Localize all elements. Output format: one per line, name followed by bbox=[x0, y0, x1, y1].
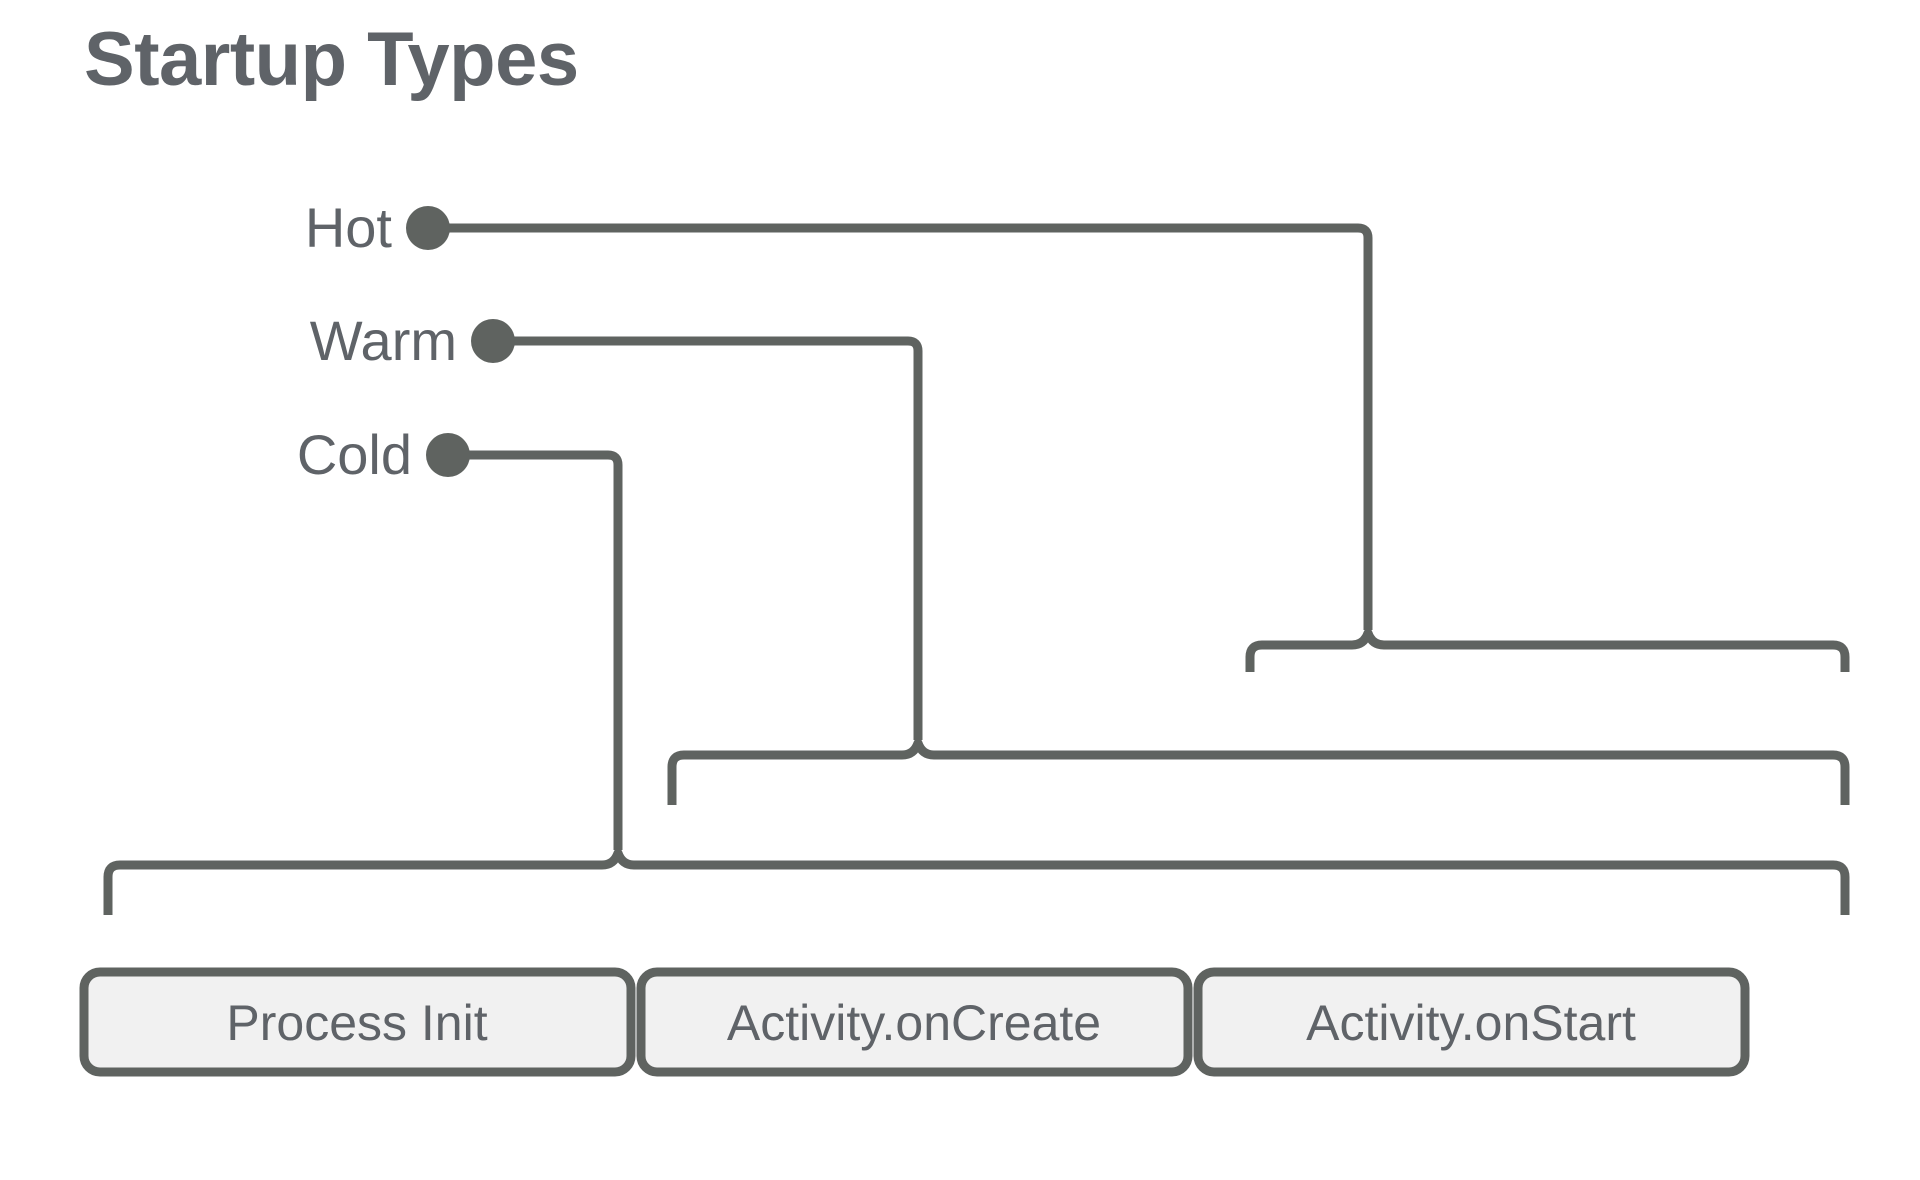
stage-box-activity-oncreate[interactable]: Activity.onCreate bbox=[636, 967, 1193, 1077]
path-hot bbox=[406, 206, 1850, 672]
path-cold bbox=[103, 433, 1850, 915]
node-dot-cold bbox=[426, 433, 470, 477]
row-label-warm: Warm bbox=[310, 309, 457, 372]
stage-box-rect-activity-onstart[interactable] bbox=[1193, 967, 1750, 1077]
stage-box-label-activity-oncreate: Activity.onCreate bbox=[727, 995, 1101, 1051]
row-label-cold: Cold bbox=[297, 423, 412, 486]
stage-box-activity-onstart[interactable]: Activity.onStart bbox=[1193, 967, 1750, 1077]
stage-box-label-activity-onstart: Activity.onStart bbox=[1306, 995, 1636, 1051]
stage-box-process-init[interactable]: Process Init bbox=[79, 967, 636, 1077]
row-label-hot: Hot bbox=[305, 196, 393, 259]
stage-box-label-process-init: Process Init bbox=[226, 995, 487, 1051]
stage-box-rect-activity-oncreate[interactable] bbox=[636, 967, 1193, 1077]
stage-box-rect-process-init[interactable] bbox=[79, 967, 636, 1077]
path-warm bbox=[471, 319, 1850, 805]
node-dot-warm bbox=[471, 319, 515, 363]
page-title: Startup Types bbox=[84, 17, 579, 102]
node-dot-hot bbox=[406, 206, 450, 250]
